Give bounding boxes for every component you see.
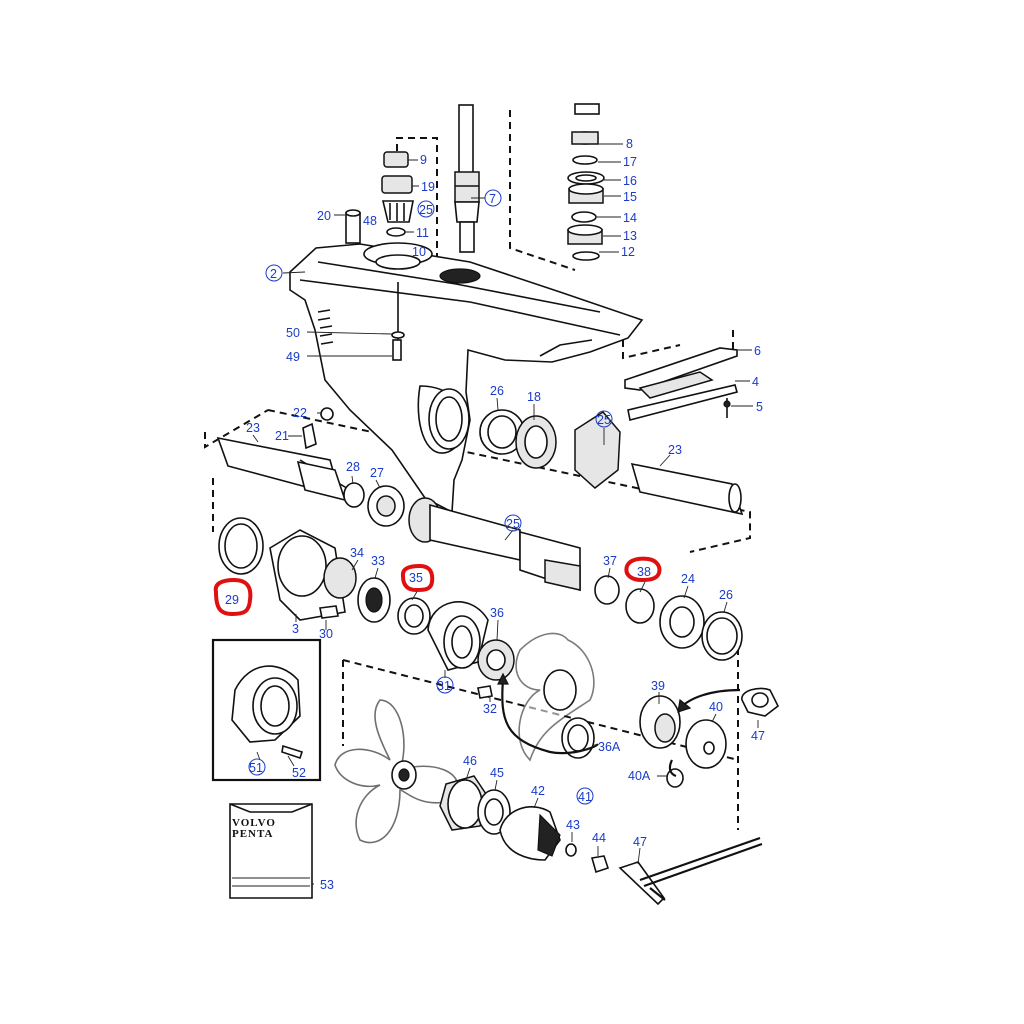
callout-52: 52 xyxy=(292,766,306,780)
callout-10: 10 xyxy=(412,245,426,259)
callout-36A: 36A xyxy=(598,740,621,754)
upper-shaft-row xyxy=(216,407,744,527)
callout-23-right: 23 xyxy=(668,443,682,457)
anode-brackets xyxy=(624,347,738,421)
callout-13: 13 xyxy=(623,229,637,243)
callout-47-bottom: 47 xyxy=(633,835,647,849)
callout-5: 5 xyxy=(756,400,763,414)
callout-26-top: 26 xyxy=(490,384,504,398)
callout-39: 39 xyxy=(651,679,665,693)
callout-28: 28 xyxy=(346,460,360,474)
upper-left-stack xyxy=(345,151,414,244)
callout-27: 27 xyxy=(370,466,384,480)
callout-35: 35 xyxy=(409,571,423,585)
callout-47-right: 47 xyxy=(751,729,765,743)
callout-18: 18 xyxy=(527,390,541,404)
callout-51: 51 xyxy=(249,761,263,775)
callout-6: 6 xyxy=(754,344,761,358)
callout-34: 34 xyxy=(350,546,364,560)
callout-42: 42 xyxy=(531,784,545,798)
callout-24: 24 xyxy=(681,572,695,586)
brand-volvo-text: VOLVO xyxy=(232,817,276,829)
callout-41: 41 xyxy=(578,790,592,804)
lower-shaft-row xyxy=(218,497,743,661)
callout-45: 45 xyxy=(490,766,504,780)
callout-25-shaft: 25 xyxy=(506,517,520,531)
callout-14: 14 xyxy=(623,211,637,225)
gear-housing xyxy=(289,242,644,514)
brand-penta-text: PENTA xyxy=(232,828,273,840)
callout-26-right: 26 xyxy=(719,588,733,602)
callout-12: 12 xyxy=(621,245,635,259)
callout-19: 19 xyxy=(421,180,435,194)
callout-7: 7 xyxy=(489,192,496,206)
owners-manual: VOLVO PENTA xyxy=(229,803,313,899)
callout-40: 40 xyxy=(709,700,723,714)
callout-15: 15 xyxy=(623,190,637,204)
leader-lines xyxy=(252,143,759,885)
callout-30: 30 xyxy=(319,627,333,641)
callout-36: 36 xyxy=(490,606,504,620)
highlight-38 xyxy=(624,556,662,583)
callout-50: 50 xyxy=(286,326,300,340)
inset-box xyxy=(211,638,322,782)
callout-29: 29 xyxy=(225,593,239,607)
lower-propeller-assembly xyxy=(334,699,763,906)
callout-49: 49 xyxy=(286,350,300,364)
callout-21: 21 xyxy=(275,429,289,443)
callout-25-mid: 25 xyxy=(597,413,611,427)
callout-23-left: 23 xyxy=(246,421,260,435)
callout-8: 8 xyxy=(626,137,633,151)
callout-20: 20 xyxy=(317,209,331,223)
callout-38: 38 xyxy=(637,565,651,579)
callout-48: 48 xyxy=(363,214,377,228)
upper-bearing-stack xyxy=(567,103,605,261)
callout-40A: 40A xyxy=(628,769,651,783)
callout-9: 9 xyxy=(420,153,427,167)
callout-25-top: 25 xyxy=(419,203,433,217)
part-callout-labels: 8 17 16 15 14 13 12 9 19 25 20 48 11 10 … xyxy=(225,137,765,892)
callout-53: 53 xyxy=(320,878,334,892)
red-highlight-marks xyxy=(213,556,662,617)
callout-4: 4 xyxy=(752,375,759,389)
callout-44: 44 xyxy=(592,831,606,845)
vertical-drive-shaft xyxy=(454,104,480,253)
callout-17: 17 xyxy=(623,155,637,169)
callout-2: 2 xyxy=(270,267,277,281)
callout-43: 43 xyxy=(566,818,580,832)
callout-22: 22 xyxy=(293,406,307,420)
highlight-35 xyxy=(400,563,435,593)
callout-46: 46 xyxy=(463,754,477,768)
callout-31: 31 xyxy=(437,679,451,693)
callout-16: 16 xyxy=(623,174,637,188)
callout-11: 11 xyxy=(416,226,429,240)
propeller-parts xyxy=(427,601,780,788)
callout-32: 32 xyxy=(483,702,497,716)
callout-37: 37 xyxy=(603,554,617,568)
callout-circles xyxy=(248,189,613,805)
highlight-29 xyxy=(213,577,253,617)
callout-3: 3 xyxy=(292,622,299,636)
callout-33: 33 xyxy=(371,554,385,568)
